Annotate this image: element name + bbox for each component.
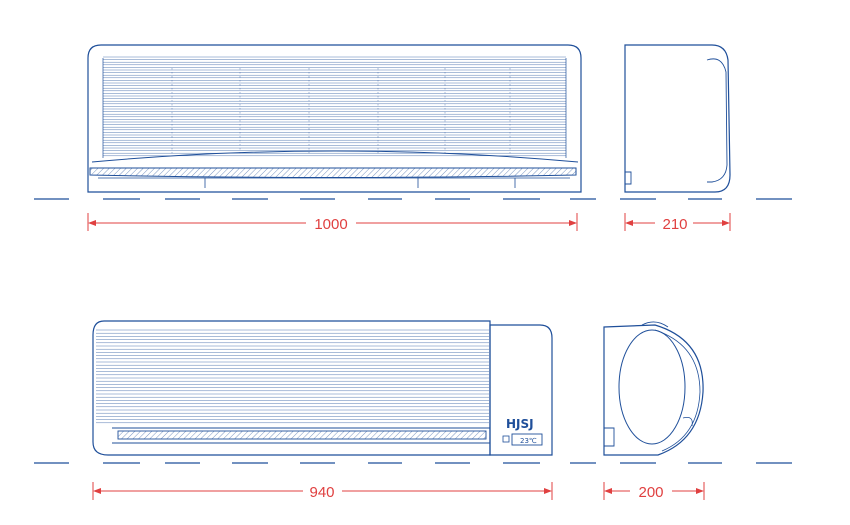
unit-b-front-body [92,320,491,456]
dimension-label-1000: 1000 [314,216,347,233]
unit-a-side-notch [625,171,632,185]
unit-b-side-bottom-notch [604,427,615,447]
dimension-200 [603,482,705,500]
unit-b-side-oval [618,329,686,445]
unit-a-front-body [87,44,582,193]
unit-a-front-view [87,44,582,193]
unit-b-side-body [603,324,704,456]
unit-a-front-grille [103,56,566,157]
dimension-label-210: 210 [662,216,687,233]
unit-a-side-view [624,44,731,193]
unit-a-side-panel [706,58,728,183]
display-screen [511,433,543,446]
unit-b-side-top-notch [641,321,669,328]
unit-b-side-view [603,321,704,456]
brand-label: HJSJ [506,417,534,431]
dimension-1000 [87,213,578,231]
display-temperature: 23℃ [520,437,537,445]
unit-a-side-body [624,44,731,193]
dimension-210 [624,213,731,231]
unit-b-control-panel [489,324,553,456]
unit-a-louver [89,167,577,178]
unit-b-front-grille [96,329,489,424]
dimension-label-200: 200 [638,484,663,501]
unit-b-side-clip [682,416,693,427]
dimension-940 [92,482,553,500]
unit-a-curve-line [91,150,579,163]
display-icon [502,435,510,443]
unit-b-louver [117,430,487,440]
unit-b-front-view [92,320,553,456]
dimension-label-940: 940 [309,484,334,501]
unit-b-side-inner-curve [654,329,701,452]
